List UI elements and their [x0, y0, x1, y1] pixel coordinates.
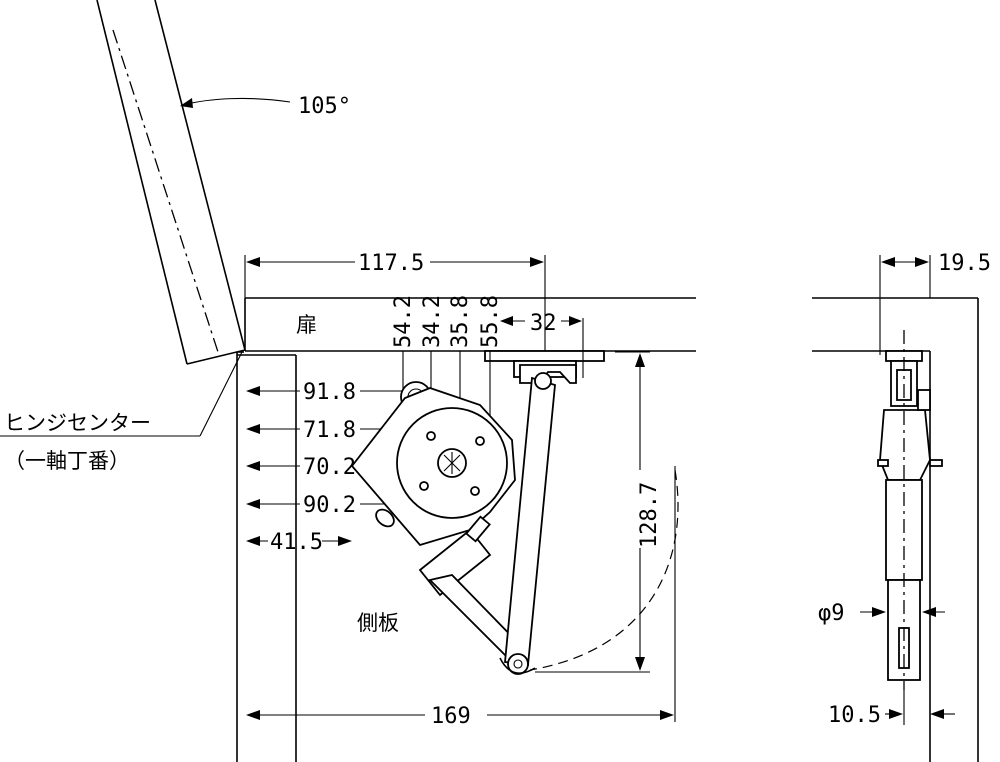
dim-54-2-label: 54.2 — [391, 295, 416, 348]
dim-10-5 — [885, 690, 955, 725]
hinge-type-label: （一軸丁番） — [4, 449, 130, 473]
opened-door — [96, 0, 246, 365]
dim-34-2-label: 34.2 — [420, 295, 445, 348]
dim-phi9-label: φ9 — [818, 601, 845, 626]
dim-32-label: 32 — [530, 311, 557, 336]
angle-leader — [180, 97, 291, 108]
side-panel — [236, 351, 297, 762]
side-view-cabinet — [812, 297, 979, 762]
dim-90-2-label: 90.2 — [303, 493, 356, 518]
dim-19-5 — [879, 255, 931, 355]
side-panel-label: 側板 — [357, 611, 399, 635]
dim-70-2-label: 70.2 — [303, 455, 356, 480]
dim-19-5-label: 19.5 — [938, 251, 991, 276]
closed-door — [244, 297, 696, 352]
dim-55-8-label: 55.8 — [478, 295, 503, 348]
dim-35-8-label: 35.8 — [448, 295, 473, 348]
door-label: 扉 — [296, 313, 317, 337]
dim-128-7-label: 128.7 — [637, 482, 662, 548]
dim-117-5-label: 117.5 — [358, 251, 424, 276]
mechanism-body — [350, 381, 516, 547]
stay-arm — [499, 372, 556, 675]
dim-32 — [500, 316, 584, 378]
dim-41-5-label: 41.5 — [270, 530, 323, 555]
dim-169 — [246, 466, 676, 722]
dim-169-label: 169 — [431, 704, 471, 729]
adjust-screw — [375, 508, 395, 528]
dim-10-5-label: 10.5 — [828, 703, 881, 728]
angle-label: 105° — [298, 94, 351, 119]
dim-71-8-label: 71.8 — [303, 418, 356, 443]
hinge-center-leader — [0, 351, 243, 437]
side-view-mechanism — [877, 330, 943, 690]
hinge-center-label: ヒンジセンター — [4, 411, 151, 435]
dim-phi9 — [860, 607, 945, 617]
dim-117-5 — [244, 255, 546, 372]
swing-arc — [529, 469, 679, 671]
dim-128-7 — [535, 351, 650, 673]
dim-91-8-label: 91.8 — [303, 380, 356, 405]
